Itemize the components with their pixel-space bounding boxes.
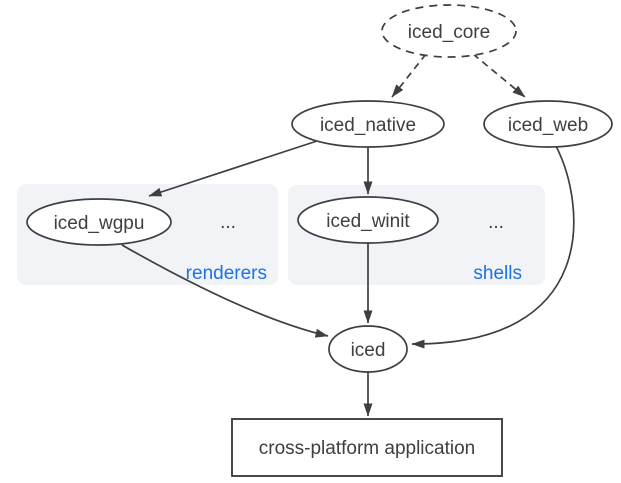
renderers-ellipsis: ... (220, 212, 236, 233)
iced-winit-node (297, 196, 439, 244)
iced-native-label: iced_native (320, 115, 416, 136)
edge-native-to-wgpu (148, 140, 318, 197)
iced-wgpu-node (26, 198, 172, 246)
edge-core-to-native (391, 53, 427, 98)
edge-wgpu-to-iced (121, 244, 329, 338)
renderers-group-label: renderers (186, 263, 267, 284)
iced-native-node (291, 100, 445, 148)
edge-web-to-iced (411, 145, 575, 349)
edge-core-to-web (472, 53, 526, 98)
iced-core-label: iced_core (408, 22, 490, 43)
iced-web-label: iced_web (508, 115, 588, 136)
iced-core-node (381, 4, 517, 58)
application-node (231, 418, 503, 477)
iced-web-node (483, 100, 613, 148)
iced-label: iced (351, 340, 386, 361)
shells-group-label: shells (473, 263, 522, 284)
iced-wgpu-label: iced_wgpu (54, 213, 145, 234)
shells-ellipsis: ... (488, 212, 504, 233)
application-label: cross-platform application (259, 438, 475, 459)
iced-node (328, 325, 408, 373)
iced-winit-label: iced_winit (326, 211, 410, 232)
